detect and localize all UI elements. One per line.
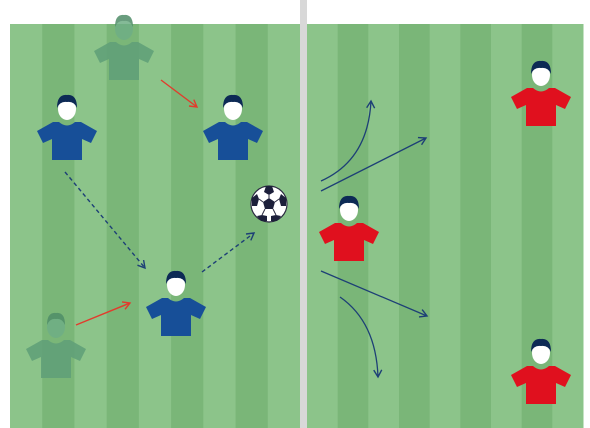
pitch-stripe <box>267 24 301 428</box>
arrow-move-top <box>160 79 199 108</box>
pitch-stripe <box>203 24 237 428</box>
pitch <box>10 0 584 428</box>
pitch-stripe <box>171 24 204 428</box>
pitch-stripe <box>491 24 523 428</box>
pitch-stripe <box>429 24 461 428</box>
pitch-stripe <box>399 24 431 428</box>
player-blue-top-right-icon <box>203 94 263 160</box>
center-line <box>300 0 307 428</box>
player-red-top-right-icon <box>511 60 571 126</box>
player-blue-center-icon <box>146 270 206 336</box>
movement-arrows <box>64 79 429 379</box>
arrow-pass-to-ball <box>201 232 256 273</box>
pitch-stripe <box>138 24 172 428</box>
player-blue-ghost-top-icon <box>94 14 154 80</box>
arrow-move-bottom <box>75 301 132 326</box>
arrow-option-straight-down <box>320 270 429 318</box>
pitch-stripe <box>10 24 43 428</box>
arrow-option-curve-up <box>320 99 376 182</box>
pitch-stripe <box>235 24 269 428</box>
soccer-ball-icon <box>250 185 288 223</box>
player-red-defender-icon <box>319 195 379 261</box>
pitch-stripes <box>10 24 584 428</box>
pitch-stripe <box>460 24 492 428</box>
pitch-stripe <box>368 24 400 428</box>
arrow-option-curve-down <box>339 296 383 379</box>
player-red-bottom-right-icon <box>511 338 571 404</box>
arrow-option-straight-up <box>320 136 428 192</box>
pitch-stripe <box>74 24 108 428</box>
pitch-stripe <box>106 24 140 428</box>
player-blue-ghost-bottom-icon <box>26 312 86 378</box>
players <box>26 14 571 404</box>
player-blue-top-left-icon <box>37 94 97 160</box>
